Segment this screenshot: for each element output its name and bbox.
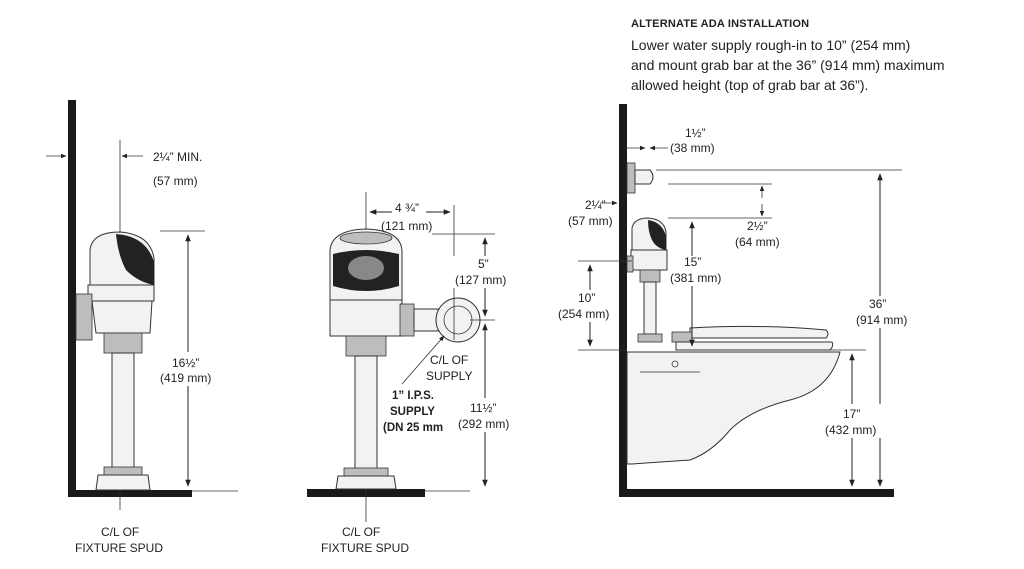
front-ips-line-3: (DN 25 mm — [383, 422, 443, 434]
front-width-mm: (121 mm) — [381, 219, 432, 233]
ada-thirtysix-mm: (914 mm) — [856, 313, 907, 327]
ada-notes: ALTERNATE ADA INSTALLATION Lower water s… — [631, 18, 945, 93]
ada-valve-body — [630, 249, 668, 271]
front-five-in: 5” — [478, 257, 489, 271]
side-wall — [68, 100, 76, 497]
ada-grab-bar — [634, 169, 654, 185]
ada-seat-ring — [675, 341, 834, 351]
front-supply-nut — [399, 303, 415, 337]
front-flush-tube — [354, 355, 378, 471]
front-spud-base — [335, 475, 397, 490]
side-view: 2¼” MIN. (57 mm) 16½” (419 mm) C/L OF FI… — [46, 100, 238, 555]
ada-spud-nut — [637, 333, 663, 343]
ada-view: 1½” (38 mm) 2¼” (57 mm) 2½” (64 mm) 15” … — [555, 104, 912, 497]
ada-twohalf-mm: (64 mm) — [735, 235, 780, 249]
side-wall-flange — [75, 293, 93, 341]
ada-seventeen-mm: (432 mm) — [825, 423, 876, 437]
ada-twohalf-in: 2½” — [747, 219, 768, 233]
front-valve-top — [339, 231, 393, 245]
side-sensor-window — [116, 234, 154, 285]
front-ips-line-2: SUPPLY — [390, 406, 435, 418]
side-spud-base — [95, 474, 151, 491]
side-height-label-bg — [166, 352, 214, 386]
ada-fifteen-mm: (381 mm) — [670, 271, 721, 285]
front-cl-line-2: FIXTURE SPUD — [321, 541, 409, 555]
ada-note-line-2: and mount grab bar at the 36” (914 mm) m… — [631, 57, 945, 73]
ada-ten-in: 10” — [578, 291, 595, 305]
side-min-in: 2¼” MIN. — [153, 150, 202, 164]
front-eleven-label-bg — [456, 398, 514, 432]
front-valve-body — [329, 299, 403, 337]
ada-thirtysix-in: 36” — [869, 297, 886, 311]
ada-bowl — [626, 351, 841, 465]
side-height-mm: (419 mm) — [160, 371, 211, 385]
side-spud-nut — [103, 466, 143, 476]
front-sensor-eye — [348, 256, 384, 280]
ada-floor — [619, 489, 894, 497]
side-coupling — [103, 332, 143, 354]
ada-grab-bar-flange — [626, 162, 636, 194]
front-spud-nut — [343, 467, 389, 477]
side-cl-line-1: C/L OF — [101, 525, 139, 539]
ada-note-line-1: Lower water supply rough-in to 10” (254 … — [631, 37, 910, 53]
front-supply-arm — [413, 308, 439, 332]
front-view: 4 ¾” (121 mm) 5” (127 mm) C/L OF SUPPLY … — [307, 192, 514, 555]
ada-wall-flange — [626, 255, 634, 273]
ada-seventeen-label-bg — [822, 404, 882, 438]
front-width-label-bg — [392, 200, 426, 214]
side-cl-line-2: FIXTURE SPUD — [75, 541, 163, 555]
front-ips-leader — [401, 335, 445, 385]
front-coupling — [345, 335, 387, 357]
ada-thirtysix-label-bg — [852, 296, 912, 328]
side-floor — [68, 490, 192, 497]
side-height-in: 16½” — [172, 356, 199, 370]
ada-coupling — [639, 269, 661, 283]
ada-fifteen-in: 15” — [684, 255, 701, 269]
front-width-in: 4 ¾” — [395, 201, 419, 215]
front-cl-supply-2: SUPPLY — [426, 369, 472, 383]
ada-ten-label-bg — [555, 290, 613, 322]
ada-seat-cover — [689, 325, 829, 339]
side-min-mm: (57 mm) — [153, 174, 198, 188]
ada-bowl-bolt — [671, 360, 679, 368]
ada-note-line-3: allowed height (top of grab bar at 36”). — [631, 77, 868, 93]
ada-fifteen-label-bg — [668, 256, 726, 286]
ada-twoquarter-in: 2¼” — [585, 198, 606, 212]
ada-flush-tube — [643, 281, 657, 335]
side-valve-body — [91, 300, 153, 334]
ada-seat-hinge — [671, 331, 693, 343]
ada-wall — [619, 104, 627, 497]
ada-ten-mm: (254 mm) — [558, 307, 609, 321]
ada-twoquarter-mm: (57 mm) — [568, 214, 613, 228]
ada-title: ALTERNATE ADA INSTALLATION — [631, 18, 809, 30]
front-five-label-bg — [452, 256, 508, 288]
ada-sensor-window — [648, 220, 666, 250]
ada-onehalf-in: 1½” — [685, 126, 706, 140]
front-cl-supply-1: C/L OF — [430, 353, 468, 367]
front-ips-line-1: 1” I.P.S. — [392, 390, 434, 402]
front-eleven-in: 11½” — [470, 401, 496, 415]
side-valve-band — [87, 284, 155, 302]
front-five-mm: (127 mm) — [455, 273, 506, 287]
front-cl-line-1: C/L OF — [342, 525, 380, 539]
ada-seventeen-in: 17” — [843, 407, 860, 421]
front-eleven-mm: (292 mm) — [458, 417, 509, 431]
side-flush-tube — [111, 352, 135, 472]
ada-onehalf-mm: (38 mm) — [670, 141, 715, 155]
